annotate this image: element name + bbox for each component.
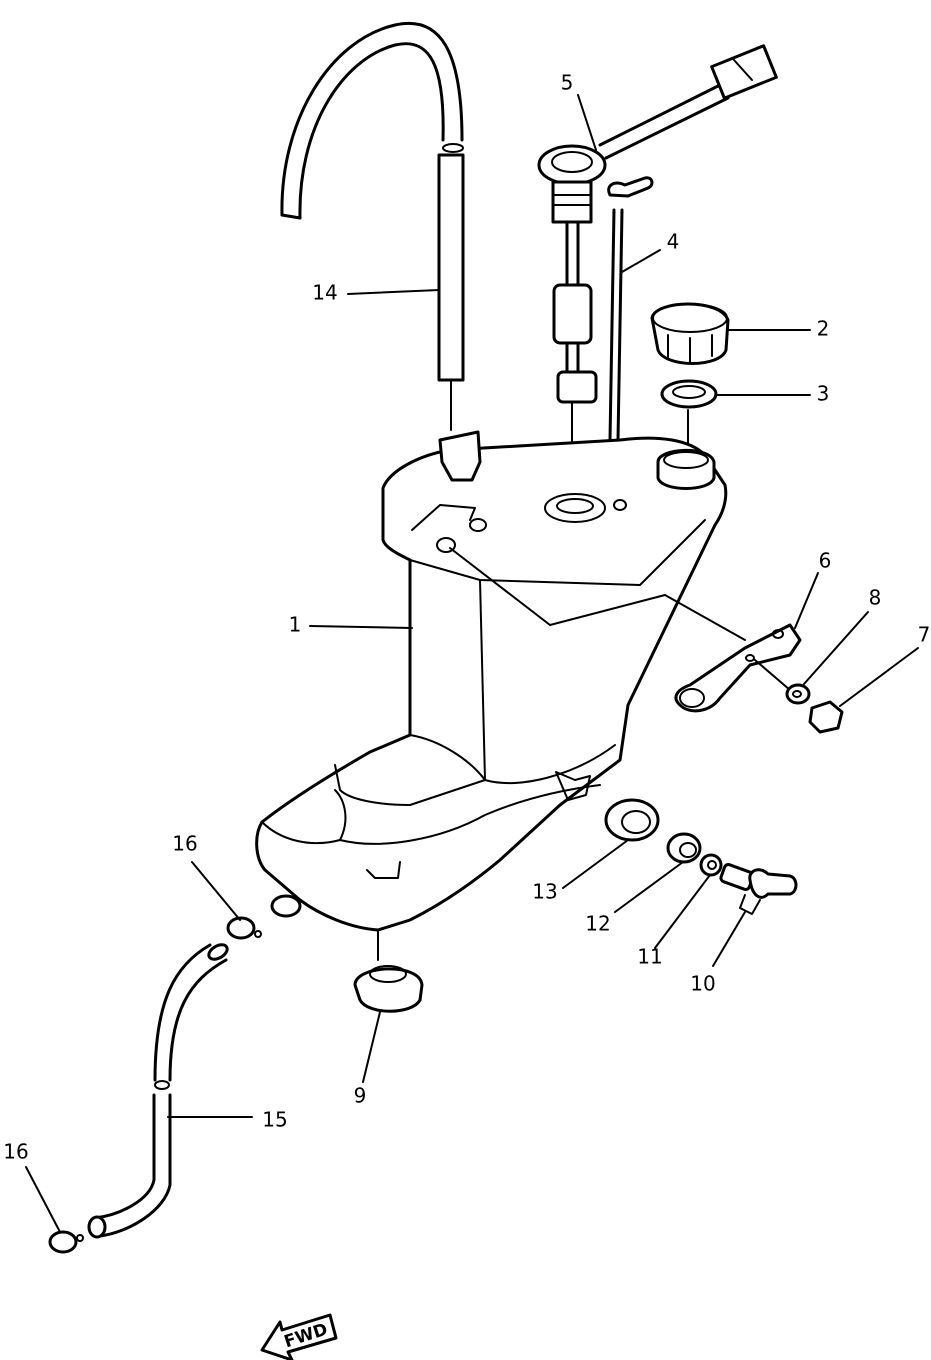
label-part-11: 11 [637,945,662,969]
part-13-grommet [604,798,660,842]
part-14-breather-hose [280,21,465,431]
label-part-16-upper: 16 [172,832,197,856]
label-part-6: 6 [819,549,832,573]
part-6-bracket [449,547,802,713]
part-15-drain-hose [87,943,229,1239]
label-part-9: 9 [354,1084,367,1108]
label-part-4: 4 [667,230,680,254]
label-part-10: 10 [690,972,715,996]
label-part-1: 1 [289,613,302,637]
label-part-2: 2 [817,317,830,341]
part-12-spacer [666,832,702,864]
part-16-clip-upper [226,916,262,940]
label-part-14: 14 [312,281,337,305]
label-part-15: 15 [262,1108,287,1132]
label-part-12: 12 [585,912,610,936]
label-part-13: 13 [532,880,557,904]
label-part-8: 8 [869,586,882,610]
part-9-drain-plug [353,965,424,1013]
part-11-washer [699,853,723,877]
label-part-5: 5 [561,71,574,95]
part-5-oil-level-sensor [537,44,778,491]
part-2-filler-cap [650,302,730,365]
leader-lines [25,94,919,1233]
label-part-16-lower: 16 [3,1140,28,1164]
label-part-3: 3 [817,382,830,406]
part-7-nut [808,700,844,734]
part-10-drain-cock [719,863,798,915]
label-part-7: 7 [918,623,931,647]
fwd-direction-arrow: FWD [260,1313,338,1360]
part-1-oil-tank [255,430,728,961]
part-16-clip-lower [48,1230,84,1254]
part-8-washer [785,683,811,705]
